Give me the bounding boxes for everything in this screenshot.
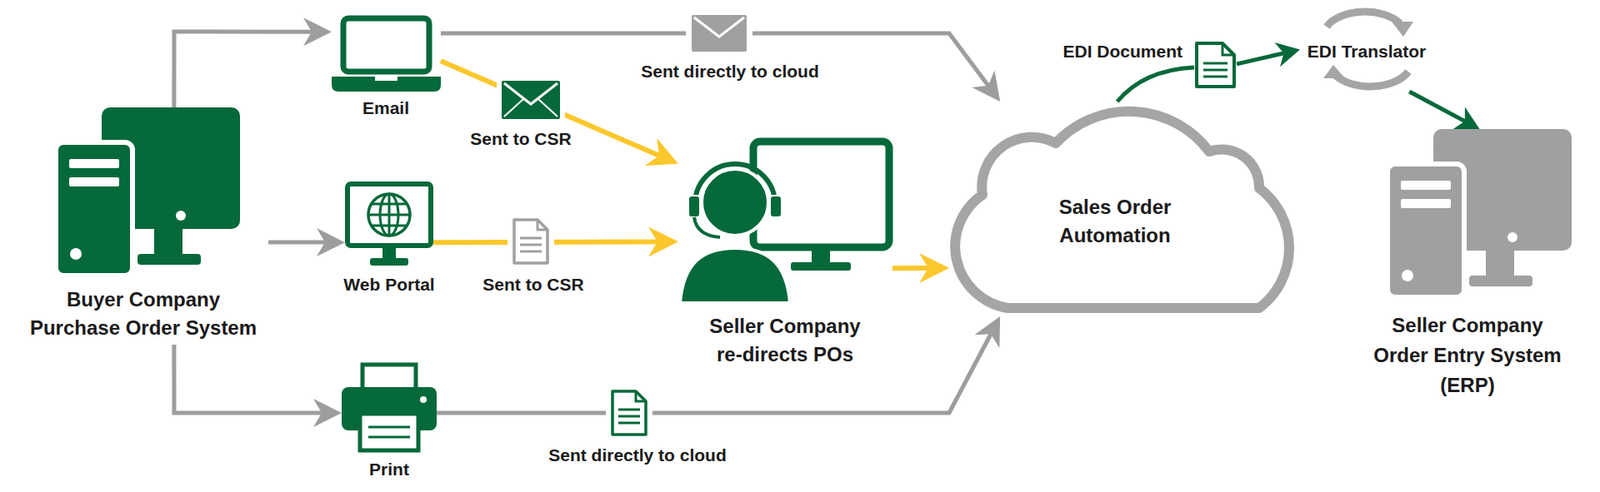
- laptop-icon: [331, 18, 441, 92]
- node-label: Buyer Company Purchase Order System: [22, 285, 265, 343]
- connector: [1117, 67, 1195, 102]
- computer-icon: [1387, 129, 1572, 298]
- connector-line: [268, 240, 325, 245]
- connector: [174, 345, 342, 428]
- connector: [1409, 91, 1480, 130]
- web-portal: Web Portal: [345, 181, 434, 268]
- connector-line: [1236, 53, 1285, 65]
- cloud-service: Sales Order Automation: [949, 101, 1301, 317]
- csr-agent: Seller Company re-directs POs: [678, 137, 893, 304]
- envelope-icon: [496, 76, 565, 124]
- arrow-head: [1274, 42, 1300, 67]
- edge-label: Sent to CSR: [467, 129, 574, 150]
- buyer-computer: Buyer Company Purchase Order System: [18, 107, 269, 345]
- arrow-head: [974, 316, 1000, 349]
- node-label: Sales Order Automation: [1031, 193, 1199, 250]
- edge-label: Sent directly to cloud: [545, 445, 730, 466]
- connector-line: [1117, 67, 1195, 102]
- arrow-head: [645, 138, 679, 166]
- connector: [268, 228, 345, 257]
- node-label: Seller Company Order Entry System (ERP): [1367, 310, 1568, 401]
- node-label: Web Portal: [343, 275, 435, 295]
- edi-document: EDI Document: [1194, 40, 1237, 90]
- connector: [892, 253, 950, 284]
- node-label: EDI Document: [1062, 41, 1183, 62]
- connector: [433, 226, 679, 257]
- arrow-head: [316, 228, 345, 257]
- arrow-head: [919, 253, 950, 284]
- printer-icon: [341, 365, 437, 451]
- node-label: Seller Company re-directs POs: [701, 312, 869, 370]
- edge-label: Sent directly to cloud: [638, 61, 822, 82]
- csr-agent-icon: [680, 141, 890, 304]
- connector-line: [174, 31, 312, 108]
- node-label: Email: [362, 98, 410, 119]
- document-icon: [1196, 43, 1235, 87]
- email-laptop: Email: [331, 15, 441, 92]
- cloud-shape: [955, 111, 1290, 309]
- web-portal-icon: [347, 184, 431, 266]
- document-icon: [507, 215, 555, 269]
- arrow-head: [971, 70, 1000, 102]
- erp-computer: Seller Company Order Entry System (ERP): [1387, 129, 1572, 301]
- edi-translator: EDI Translator: [1300, 0, 1434, 92]
- document-icon: [605, 386, 653, 440]
- connector-line: [174, 345, 322, 414]
- arrow-head: [1453, 107, 1480, 130]
- connector-line: [440, 60, 660, 156]
- connector-line: [1409, 91, 1465, 122]
- printer: Print: [341, 362, 437, 455]
- connector: [174, 17, 332, 108]
- node-label: EDI Translator: [1307, 41, 1426, 62]
- arrow-head: [303, 17, 332, 46]
- connector: [1236, 42, 1300, 67]
- connector-line: [892, 265, 929, 271]
- computer-icon: [55, 107, 240, 276]
- arrow-head: [648, 226, 679, 257]
- envelope-icon: [685, 10, 753, 57]
- node-label: Print: [369, 460, 410, 480]
- arrow-head: [313, 399, 342, 428]
- edge-label: Sent to CSR: [480, 275, 586, 295]
- connector-line: [436, 334, 991, 414]
